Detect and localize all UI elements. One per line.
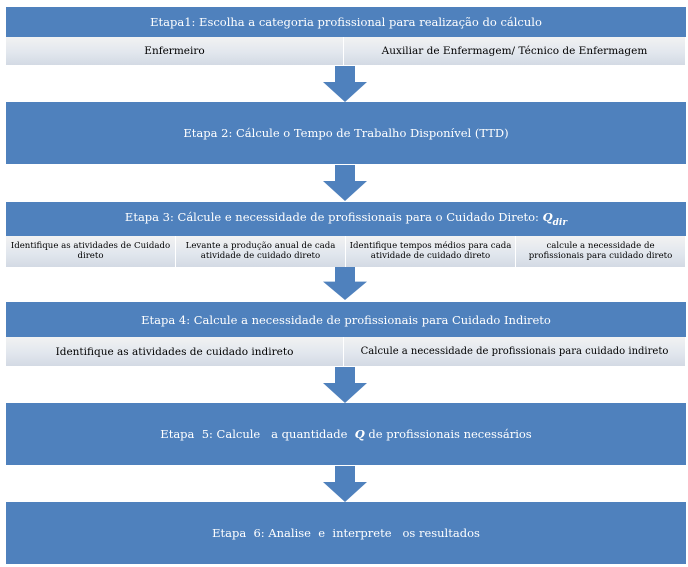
step3-header: Etapa 3: Cálcule e necessidade de profis… [6, 202, 686, 236]
down-arrow-icon [323, 267, 367, 300]
step5-title: Etapa 5: Calcule a quantidade Q de profi… [160, 427, 531, 441]
step1-title: Etapa1: Escolha a categoria profissional… [150, 15, 542, 29]
step3-title-text: Etapa 3: Cálcule e necessidade de profis… [124, 210, 543, 225]
step1-header: Etapa1: Escolha a categoria profissional… [6, 7, 686, 37]
step4-title: Etapa 4: Calcule a necessidade de profis… [141, 312, 551, 327]
step4-task-label: Identifique as atividades de cuidado ind… [55, 345, 294, 358]
step5-title-prefix: Etapa 5: Calcule a quantidade [160, 427, 355, 441]
step2-title: Etapa 2: Cálcule o Tempo de Trabalho Dis… [183, 126, 509, 140]
q-symbol: Q [354, 427, 365, 441]
step1-option-auxiliar-tecnico: Auxiliar de Enfermagem/ Técnico de Enfer… [344, 37, 686, 65]
q-symbol: Q [542, 210, 553, 225]
down-arrow-icon [323, 367, 367, 403]
step3-title: Etapa 3: Cálcule e necessidade de profis… [125, 210, 567, 227]
step3-task-label: Identifique as atividades de Cuidado dir… [10, 240, 171, 261]
down-arrow-icon [323, 466, 367, 502]
step3-task: Identifique tempos médios para cada ativ… [346, 236, 516, 267]
step5-title-suffix: de profissionais necessários [364, 427, 532, 441]
step4-task: Calcule a necessidade de profissionais p… [344, 337, 686, 366]
step3-task-label: calcule a necessidade de profissionais p… [528, 240, 673, 261]
step1-option-label: Auxiliar de Enfermagem/ Técnico de Enfer… [381, 45, 648, 57]
step6-header: Etapa 6: Analise e interprete os resulta… [6, 502, 686, 564]
step4-header: Etapa 4: Calcule a necessidade de profis… [6, 302, 686, 337]
step5-header: Etapa 5: Calcule a quantidade Q de profi… [6, 403, 686, 465]
step3-task: Levante a produção anual de cada ativida… [176, 236, 346, 267]
step3-task-label: Levante a produção anual de cada ativida… [185, 240, 336, 261]
step3-task: calcule a necessidade de profissionais p… [516, 236, 686, 267]
down-arrow-icon [323, 66, 367, 102]
step1-option-enfermeiro: Enfermeiro [6, 37, 344, 65]
step4-task: Identifique as atividades de cuidado ind… [6, 337, 344, 366]
down-arrow-icon [323, 165, 367, 201]
step4-task-label: Calcule a necessidade de profissionais p… [360, 346, 669, 357]
step3-task: Identifique as atividades de Cuidado dir… [6, 236, 176, 267]
step6-title: Etapa 6: Analise e interprete os resulta… [212, 526, 480, 540]
q-subscript: dir [552, 217, 568, 228]
step3-task-label: Identifique tempos médios para cada ativ… [349, 240, 512, 261]
step1-option-label: Enfermeiro [144, 45, 205, 57]
step2-header: Etapa 2: Cálcule o Tempo de Trabalho Dis… [6, 102, 686, 164]
